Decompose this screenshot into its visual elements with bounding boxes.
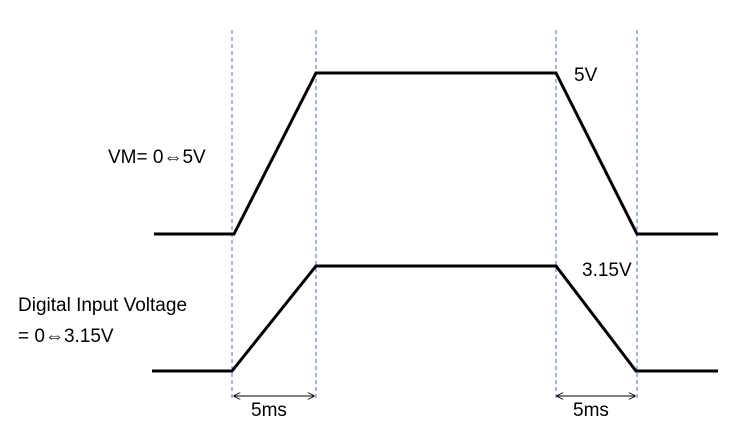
vm-signal-label: VM= 0⇔5V	[108, 147, 206, 168]
digital-high-level-label: 3.15V	[582, 260, 632, 281]
rise-time-label: 5ms	[251, 400, 287, 421]
digital-input-label-line1: Digital Input Voltage	[18, 295, 187, 316]
digital-input-waveform	[152, 264, 718, 373]
vm-waveform	[154, 71, 718, 236]
vm-high-level-label: 5V	[574, 65, 598, 86]
fall-time-label: 5ms	[573, 400, 609, 421]
digital-input-label-line2: = 0⇔3.15V	[18, 326, 114, 347]
